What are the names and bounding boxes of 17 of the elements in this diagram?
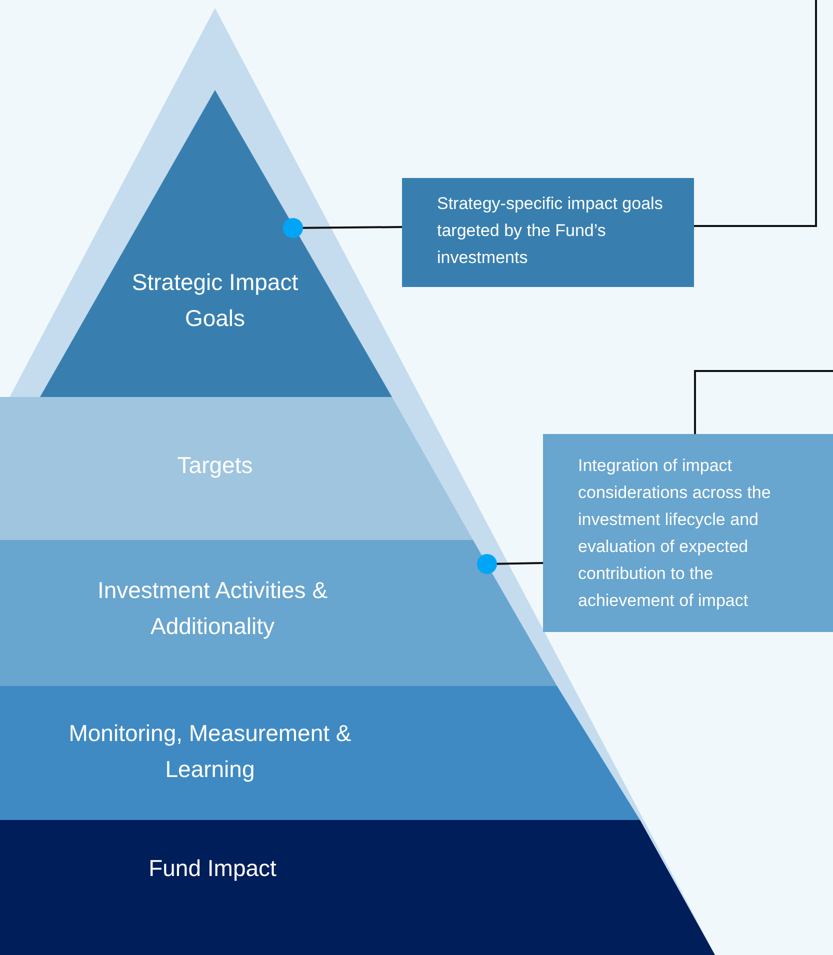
pyramid-tier <box>0 397 473 540</box>
description-box <box>543 434 833 632</box>
tier-label: Strategic Impact Goals <box>130 268 300 333</box>
leader-line <box>694 0 817 227</box>
tier-label: Fund Impact <box>148 854 278 883</box>
tier-label: Targets <box>176 451 254 480</box>
leader-line <box>477 554 544 574</box>
description-text: Integration of impact considerations across the investment lifecycle and evaluation of expected contribution to the achievement of impact <box>578 455 772 612</box>
description-box <box>402 178 694 287</box>
pyramid-tier <box>0 540 557 686</box>
tier-label: Monitoring, Measurement & Learning <box>68 719 352 784</box>
description-text: Strategy-specific impact goals targeted by the Fund’s investments <box>437 193 664 269</box>
pyramid-tier <box>0 820 715 955</box>
leader-line <box>283 218 402 238</box>
pyramid-tier <box>0 686 640 820</box>
tier-label: Investment Activities & Additionality <box>96 576 329 641</box>
leader-line <box>694 370 833 434</box>
